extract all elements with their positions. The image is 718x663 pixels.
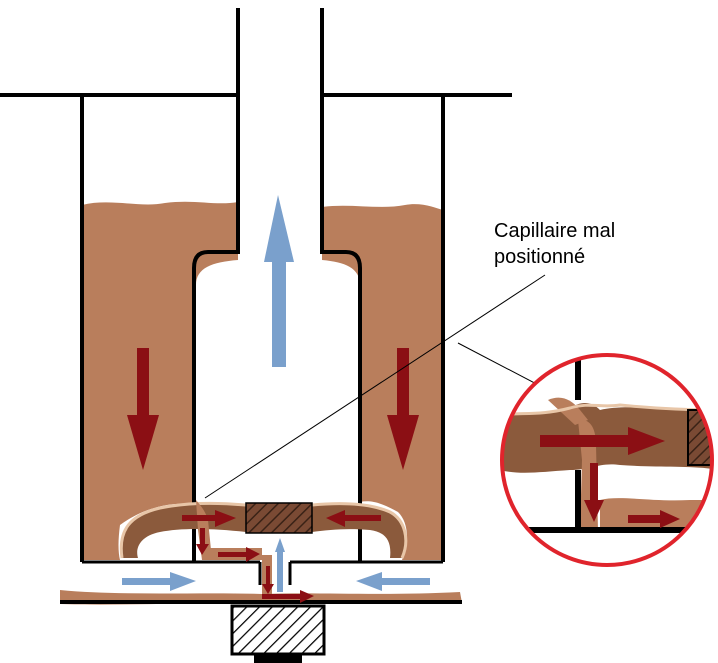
blue-arrow-small-up [275,538,285,592]
red-arrow-chimney-right [218,547,260,562]
callout-label-line2: positionné [494,246,586,268]
red-arrow-bottom [262,590,314,603]
blue-arrow-bottom-right [356,572,430,591]
callout-leaders [204,274,549,499]
vessel-walls [0,93,512,562]
callout-label-line1: Capillaire mal [494,220,616,242]
zoom-inset [500,353,714,567]
blue-arrow-bottom-left [122,572,196,591]
red-arrow-small-down [262,566,274,594]
red-arrow-capillary-left [182,510,236,527]
red-arrow-left-down [127,348,159,470]
filter-plug [245,502,313,534]
blue-arrow-up [264,195,294,367]
heater-block [230,604,326,663]
callout-label: Capillaire mal positionné [494,218,615,270]
coffee-liquid-left [82,201,238,560]
red-arrow-chimney-down [196,528,209,555]
red-arrow-capillary-right [326,510,381,527]
chimney-tube [192,8,362,562]
red-arrow-right-down [387,348,419,470]
